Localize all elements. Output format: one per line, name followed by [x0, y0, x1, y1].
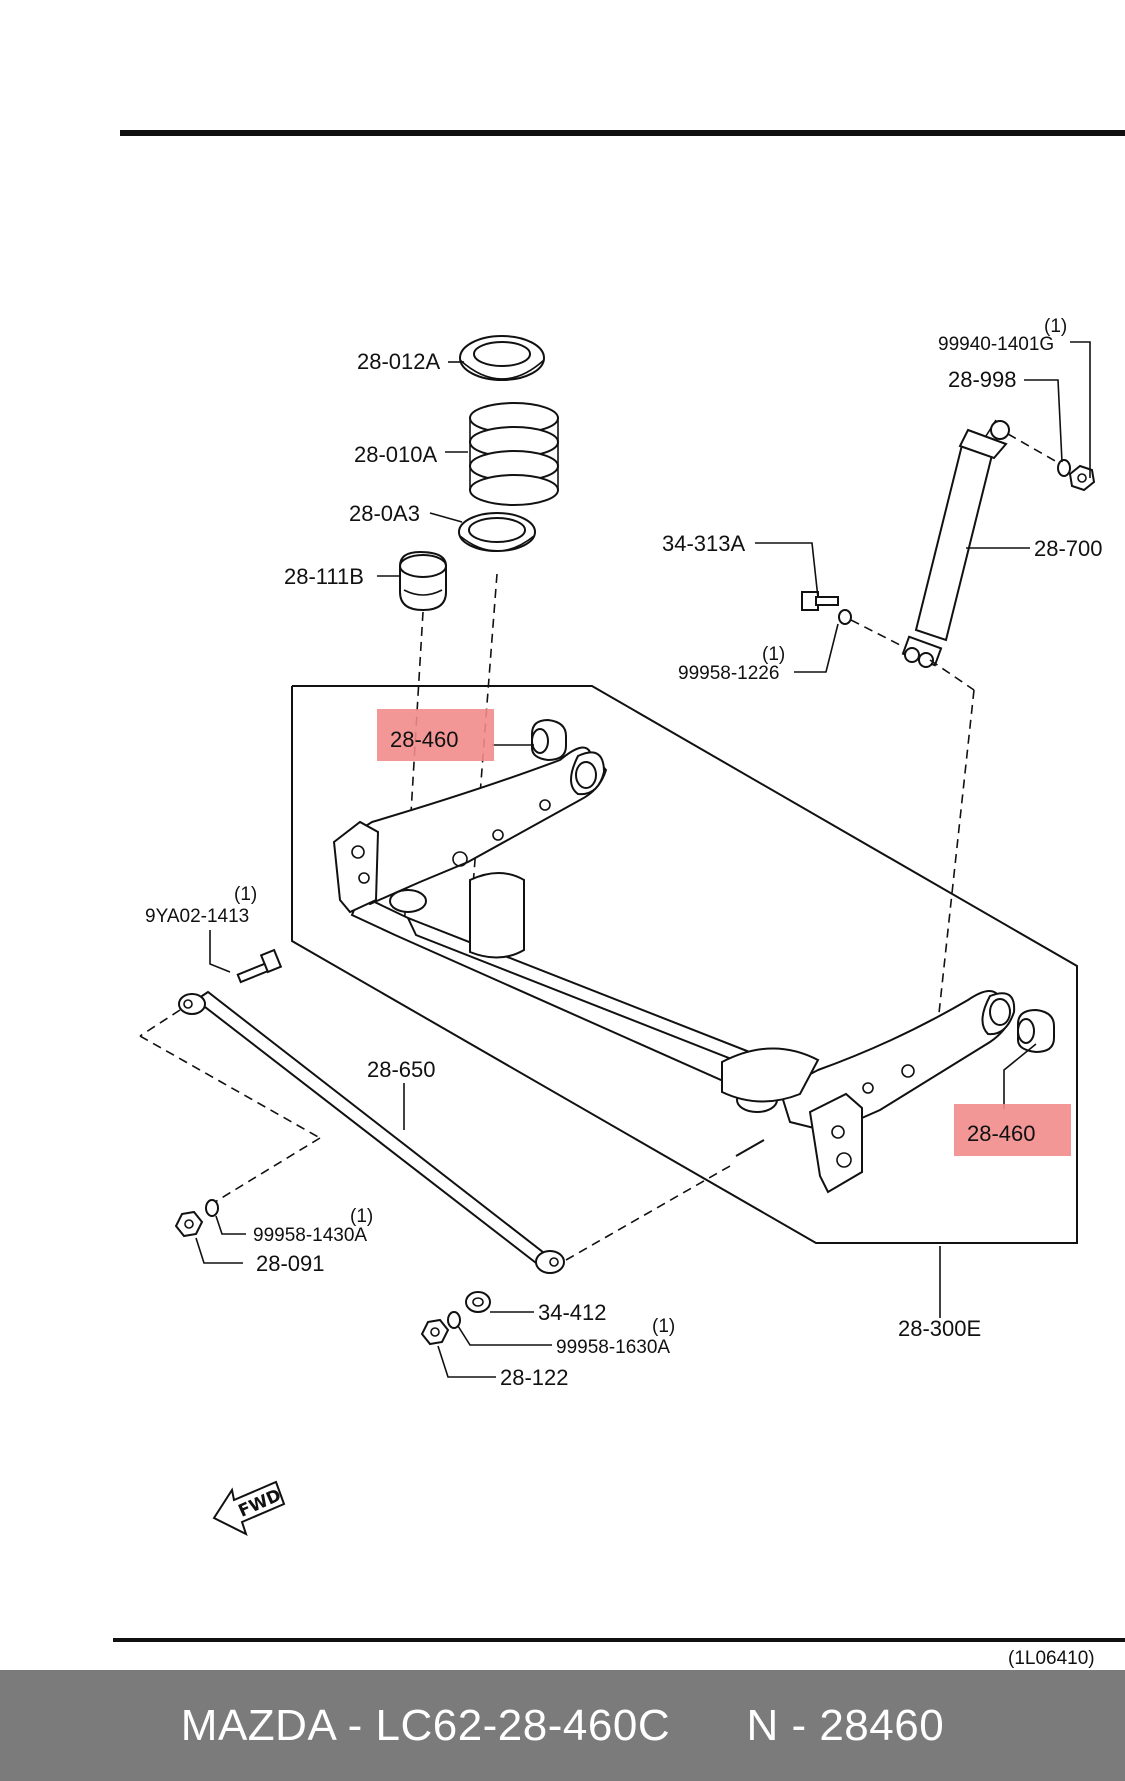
torsion-beam-axle	[332, 746, 1016, 1194]
shock-lower-bolt	[801, 591, 839, 611]
callout-bolt-lateral-rod: 9YA02-1413	[145, 906, 249, 927]
callout-washer-shock-top: 28-998	[948, 367, 1017, 392]
lateral-right-washer-b	[447, 1311, 461, 1329]
callout-washer-shock-lower: 99958-1226	[678, 663, 779, 684]
callout-washer-lateral-left: 99958-1430A	[253, 1225, 367, 1246]
assembly-boundary	[291, 685, 1078, 1244]
callout-spring-seat-upper: 28-012A	[357, 349, 441, 374]
shock-lower-washer	[838, 609, 852, 625]
highlight-bushing-right	[954, 1104, 1071, 1156]
parts-diagram: 28-012A 28-010A 28-0A3 28-111B 28-460 28…	[113, 130, 1125, 1669]
callout-bump-stopper: 28-111B	[284, 564, 364, 589]
lateral-rod	[178, 990, 565, 1274]
highlight-bushing-left	[377, 709, 494, 761]
callout-bushing-right: 28-460	[967, 1121, 1036, 1146]
bump-stopper	[399, 550, 447, 612]
bushing-right	[1017, 1008, 1055, 1054]
qty-washer-lateral-right-b: (1)	[652, 1316, 675, 1337]
spring-seat-upper	[459, 335, 545, 381]
qty-nut-shock-top: (1)	[1044, 316, 1067, 337]
bushing-left	[531, 718, 567, 762]
footer-brand-part: MAZDA - LC62-28-460C	[180, 1700, 671, 1750]
callout-nut-lateral-right: 28-122	[500, 1365, 569, 1390]
qty-bolt-lateral-rod: (1)	[234, 884, 257, 905]
lateral-right-nut	[420, 1318, 450, 1346]
lateral-left-nut	[174, 1210, 204, 1238]
callout-axle-assembly: 28-300E	[898, 1316, 981, 1341]
callout-nut-shock-top: 99940-1401G	[938, 334, 1054, 355]
coil-spring	[469, 402, 559, 506]
fwd-arrow-icon: FWD	[212, 1480, 286, 1536]
shock-absorber	[901, 419, 1010, 668]
footer-spacer	[670, 1701, 746, 1751]
footer-number: N - 28460	[746, 1700, 945, 1750]
qty-washer-lateral-left: (1)	[350, 1206, 373, 1227]
lateral-left-washer	[205, 1199, 219, 1217]
callout-nut-lateral-left: 28-091	[256, 1251, 325, 1276]
qty-washer-shock-lower: (1)	[762, 644, 785, 665]
shock-top-washer	[1057, 459, 1071, 477]
shock-top-nut	[1068, 464, 1096, 492]
spring-seat-lower	[458, 512, 536, 552]
callout-bolt-shock-lower: 34-313A	[662, 531, 746, 556]
lateral-right-washer-a	[465, 1291, 491, 1313]
callout-lateral-rod: 28-650	[367, 1057, 436, 1082]
callout-washer-lateral-right-b: 99958-1630A	[556, 1337, 670, 1358]
callout-spring-seat-lower: 28-0A3	[349, 501, 420, 526]
leader-lines	[195, 341, 1091, 1378]
callout-coil-spring: 28-010A	[354, 442, 438, 467]
lateral-rod-bolt	[236, 948, 283, 984]
figure-reference: (1L06410)	[1008, 1648, 1095, 1669]
callout-bushing-left: 28-460	[390, 727, 459, 752]
part-footer-bar: MAZDA - LC62-28-460C N - 28460	[0, 1670, 1125, 1781]
callout-washer-lateral-right-a: 34-412	[538, 1300, 607, 1325]
callout-shock-absorber: 28-700	[1034, 536, 1103, 561]
